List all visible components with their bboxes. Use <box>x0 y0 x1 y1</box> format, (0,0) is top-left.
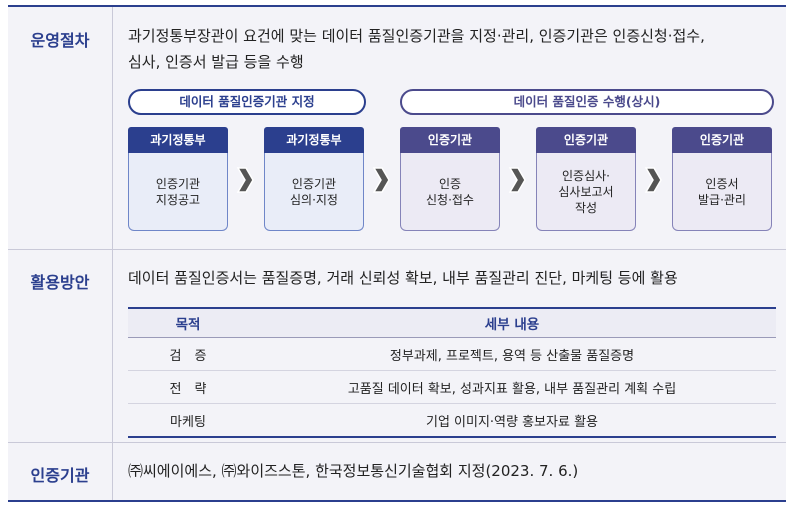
step-body-text: 인증기관 심의·지정 <box>290 176 338 207</box>
chevron-right-icon <box>508 167 526 193</box>
process-step-4: 인증기관 인증심사· 심사보고서 작성 <box>536 127 636 231</box>
process-step-2: 과기정통부 인증기관 심의·지정 <box>264 127 364 231</box>
step-head: 인증기관 <box>672 127 772 153</box>
section-divider-1 <box>8 249 786 250</box>
step-body-text: 인증기관 지정공고 <box>155 176 201 207</box>
step-body-text: 인증심사· 심사보고서 작성 <box>558 168 614 215</box>
table-header-details: 세부 내용 <box>248 307 776 338</box>
step-head: 과기정통부 <box>264 127 364 153</box>
step-head: 과기정통부 <box>128 127 228 153</box>
table-row: 검 증 정부과제, 프로젝트, 용역 등 산출물 품질증명 <box>128 337 776 371</box>
chevron-right-icon <box>372 167 390 193</box>
table-cell-details: 고품질 데이터 확보, 성과지표 활용, 내부 품질관리 계획 수립 <box>248 370 776 404</box>
procedure-info-panel: 운영절차 과기정통부장관이 요건에 맞는 데이터 품질인증기관을 지정·관리, … <box>8 5 786 502</box>
step-body: 인증 신청·접수 <box>400 153 500 231</box>
step-body: 인증기관 심의·지정 <box>264 153 364 231</box>
step-body: 인증기관 지정공고 <box>128 153 228 231</box>
step-body: 인증심사· 심사보고서 작성 <box>536 153 636 231</box>
section-divider-2 <box>8 442 786 443</box>
phase-pill-designation: 데이터 품질인증기관 지정 <box>128 89 366 115</box>
section-label-procedure: 운영절차 <box>30 31 90 50</box>
section-label-usage: 활용방안 <box>30 273 90 292</box>
section-label-agency: 인증기관 <box>30 466 90 485</box>
usage-description: 데이터 품질인증서는 품질증명, 거래 신뢰성 확보, 내부 품질관리 진단, … <box>128 269 678 287</box>
table-header-purpose: 목적 <box>128 307 248 338</box>
table-cell-details: 정부과제, 프로젝트, 용역 등 산출물 품질증명 <box>248 337 776 371</box>
step-head: 인증기관 <box>536 127 636 153</box>
procedure-description-line-1: 과기정통부장관이 요건에 맞는 데이터 품질인증기관을 지정·관리, 인증기관은… <box>128 27 705 45</box>
procedure-description-line-2: 심사, 인증서 발급 등을 수행 <box>128 53 304 71</box>
agency-description: ㈜씨에이에스, ㈜와이즈스톤, 한국정보통신기술협회 지정(2023. 7. 6… <box>128 462 579 480</box>
column-divider <box>112 7 113 500</box>
usage-table: 목적 세부 내용 검 증 정부과제, 프로젝트, 용역 등 산출물 품질증명 전… <box>128 307 776 438</box>
process-step-5: 인증기관 인증서 발급·관리 <box>672 127 772 231</box>
phase-pill-certification: 데이터 품질인증 수행(상시) <box>400 89 774 115</box>
table-cell-purpose: 마케팅 <box>128 403 248 438</box>
process-step-1: 과기정통부 인증기관 지정공고 <box>128 127 228 231</box>
table-cell-purpose: 전 략 <box>128 370 248 404</box>
table-cell-purpose: 검 증 <box>128 337 248 371</box>
table-row: 마케팅 기업 이미지·역량 홍보자료 활용 <box>128 403 776 438</box>
step-body-text: 인증서 발급·관리 <box>698 176 746 207</box>
procedure-description: 과기정통부장관이 요건에 맞는 데이터 품질인증기관을 지정·관리, 인증기관은… <box>128 23 705 75</box>
step-head: 인증기관 <box>400 127 500 153</box>
chevron-right-icon <box>644 167 662 193</box>
table-cell-details: 기업 이미지·역량 홍보자료 활용 <box>248 403 776 438</box>
table-header-row: 목적 세부 내용 <box>128 307 776 338</box>
table-row: 전 략 고품질 데이터 확보, 성과지표 활용, 내부 품질관리 계획 수립 <box>128 370 776 404</box>
step-body-text: 인증 신청·접수 <box>426 176 474 207</box>
process-step-3: 인증기관 인증 신청·접수 <box>400 127 500 231</box>
chevron-right-icon <box>236 167 254 193</box>
step-body: 인증서 발급·관리 <box>672 153 772 231</box>
